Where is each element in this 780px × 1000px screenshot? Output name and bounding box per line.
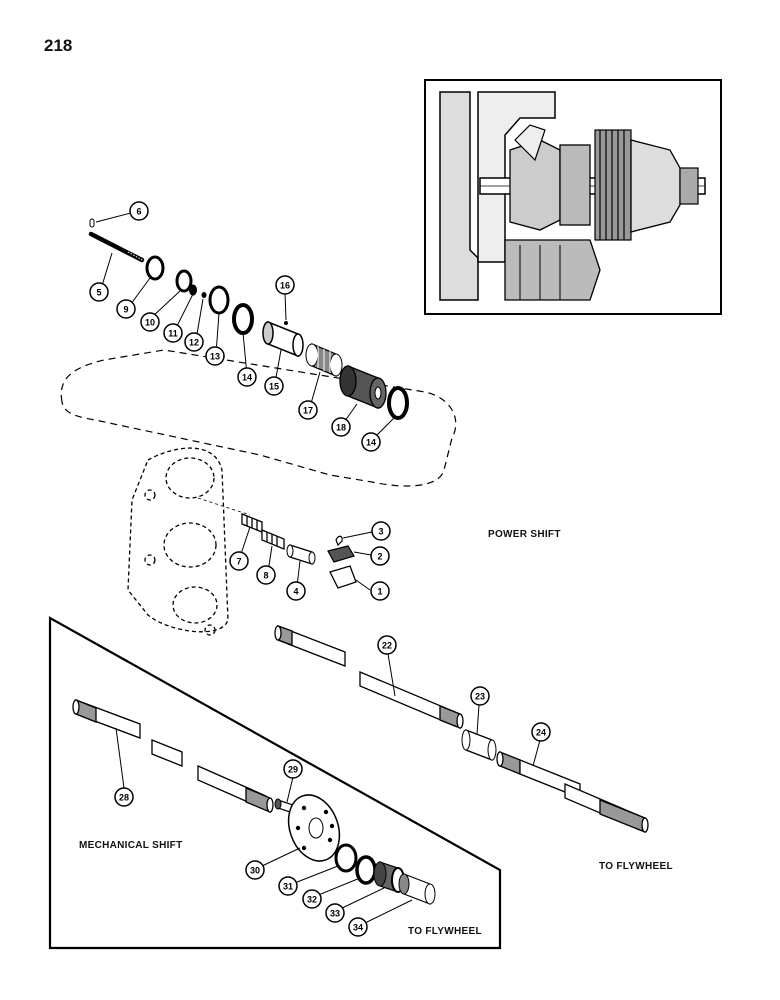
callout-3: 3 <box>371 521 391 541</box>
svg-text:22: 22 <box>382 641 392 651</box>
coupling-part <box>461 729 497 761</box>
svg-text:9: 9 <box>123 305 128 315</box>
thrust-washer-part-b <box>387 386 409 420</box>
callout-32: 32 <box>302 889 322 909</box>
to-flywheel-caption-inset: TO FLYWHEEL <box>408 926 482 937</box>
ring-part-13 <box>208 285 230 315</box>
svg-text:14: 14 <box>366 438 376 448</box>
sleeve-part <box>262 320 304 358</box>
washer-part-11 <box>189 284 197 296</box>
callout-23: 23 <box>470 686 490 706</box>
svg-text:15: 15 <box>269 382 279 392</box>
svg-text:28: 28 <box>119 793 129 803</box>
callout-29: 29 <box>283 759 303 779</box>
callout-28: 28 <box>114 787 134 807</box>
callout-6: 6 <box>129 201 149 221</box>
transmission-housing <box>127 447 229 636</box>
spring-part-8 <box>261 529 285 550</box>
callout-24: 24 <box>531 722 551 742</box>
callout-1: 1 <box>370 581 390 601</box>
callout-12: 12 <box>184 332 204 352</box>
callout-4: 4 <box>286 581 306 601</box>
svg-text:11: 11 <box>168 329 178 339</box>
svg-text:13: 13 <box>210 352 220 362</box>
snap-ring-part <box>145 255 165 281</box>
page-number: 218 <box>44 36 73 55</box>
mechanical-shaft-part <box>72 699 274 813</box>
pin-part <box>89 218 95 228</box>
ball-part <box>201 292 207 298</box>
svg-text:4: 4 <box>293 587 298 597</box>
svg-text:17: 17 <box>303 406 313 416</box>
svg-text:30: 30 <box>250 866 260 876</box>
svg-text:32: 32 <box>307 895 317 905</box>
callout-7: 7 <box>229 551 249 571</box>
callout-30: 30 <box>245 860 265 880</box>
shift-rod-part <box>88 231 145 263</box>
svg-text:2: 2 <box>377 552 382 562</box>
callout-11: 11 <box>163 323 183 343</box>
svg-text:8: 8 <box>263 571 268 581</box>
svg-text:1: 1 <box>377 587 382 597</box>
callout-33: 33 <box>325 903 345 923</box>
flange-plate-part <box>287 794 341 862</box>
mechanical-shift-inset <box>48 616 502 950</box>
callout-10: 10 <box>140 312 160 332</box>
bushing-part <box>286 544 316 565</box>
power-shift-caption: POWER SHIFT <box>488 529 561 540</box>
assembly-group-outline <box>60 349 457 487</box>
callout-22: 22 <box>377 635 397 655</box>
callout-18: 18 <box>331 417 351 437</box>
spring-part-7 <box>241 513 263 533</box>
leader-lines <box>95 212 541 925</box>
svg-text:10: 10 <box>145 318 155 328</box>
svg-text:29: 29 <box>288 765 298 775</box>
snap-ring-part-31 <box>334 843 358 873</box>
gear-part <box>339 365 387 409</box>
mechanical-shift-caption: MECHANICAL SHIFT <box>79 840 183 851</box>
input-shaft-part <box>274 625 464 729</box>
cover-plate-part <box>329 565 357 589</box>
to-flywheel-caption-right: TO FLYWHEEL <box>599 861 673 872</box>
washer-part-32 <box>355 855 377 885</box>
retainer-plate-part <box>327 545 355 563</box>
bearing-part-33 <box>373 861 405 893</box>
callout-14-upper: 14 <box>237 367 257 387</box>
callout-17: 17 <box>298 400 318 420</box>
pinion-gear-part <box>398 873 436 905</box>
svg-text:6: 6 <box>136 207 141 217</box>
callout-14-lower: 14 <box>361 432 381 452</box>
needle-bearing-part <box>305 343 343 377</box>
callout-8: 8 <box>256 565 276 585</box>
svg-text:16: 16 <box>280 281 290 291</box>
output-shaft-part <box>496 751 649 833</box>
svg-text:3: 3 <box>378 527 383 537</box>
callout-5: 5 <box>89 282 109 302</box>
callout-34: 34 <box>348 917 368 937</box>
svg-text:12: 12 <box>189 338 199 348</box>
svg-text:18: 18 <box>336 423 346 433</box>
svg-text:31: 31 <box>283 882 293 892</box>
callout-9: 9 <box>116 299 136 319</box>
svg-text:33: 33 <box>330 909 340 919</box>
svg-text:23: 23 <box>475 692 485 702</box>
thrust-washer-part <box>232 303 254 335</box>
assembly-cutaway-inset <box>424 79 722 315</box>
callout-13: 13 <box>205 346 225 366</box>
callout-31: 31 <box>278 876 298 896</box>
svg-text:24: 24 <box>536 728 546 738</box>
svg-text:5: 5 <box>96 288 101 298</box>
washer-part-10 <box>175 269 193 293</box>
detent-spring-part <box>335 535 343 547</box>
svg-text:7: 7 <box>236 557 241 567</box>
callout-16: 16 <box>275 275 295 295</box>
svg-text:14: 14 <box>242 373 252 383</box>
svg-text:34: 34 <box>353 923 363 933</box>
callout-2: 2 <box>370 546 390 566</box>
callout-15: 15 <box>264 376 284 396</box>
